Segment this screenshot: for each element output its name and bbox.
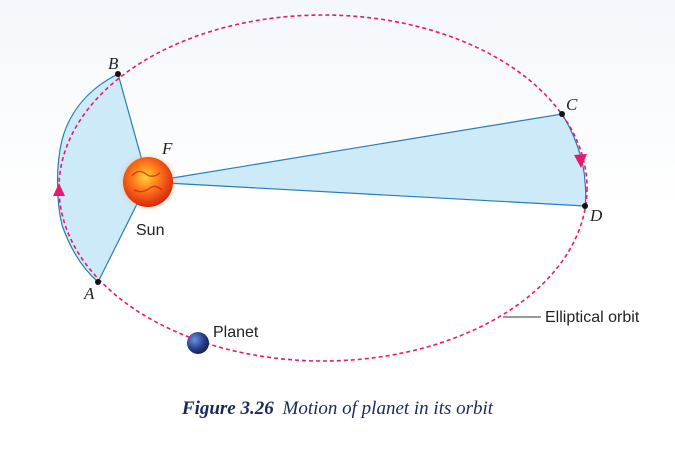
- planet-icon: [187, 332, 209, 354]
- point-c-label: C: [566, 95, 578, 114]
- figure-caption: Figure 3.26 Motion of planet in its orbi…: [0, 398, 675, 420]
- orbit-arrow-left: [53, 183, 65, 196]
- figure-number: Figure 3.26: [181, 398, 274, 419]
- focus-f-label: F: [161, 139, 173, 158]
- point-c-marker: [559, 111, 565, 117]
- sun-surface-detail: [131, 170, 163, 193]
- area-sector-ab: [56, 73, 149, 283]
- point-d-marker: [582, 203, 588, 209]
- point-d-label: D: [589, 206, 603, 225]
- point-b-marker: [115, 71, 121, 77]
- planet-label: Planet: [213, 324, 259, 341]
- point-a-label: A: [83, 284, 95, 303]
- orbit-label: Elliptical orbit: [545, 309, 640, 326]
- orbit-arrow-right: [574, 154, 587, 168]
- point-b-label: B: [108, 54, 119, 73]
- sun-label: Sun: [136, 222, 164, 239]
- area-sector-cd: [147, 113, 587, 207]
- point-a-marker: [95, 279, 101, 285]
- sun-icon: [123, 157, 173, 207]
- figure-caption-text: Motion of planet in its orbit: [282, 398, 494, 419]
